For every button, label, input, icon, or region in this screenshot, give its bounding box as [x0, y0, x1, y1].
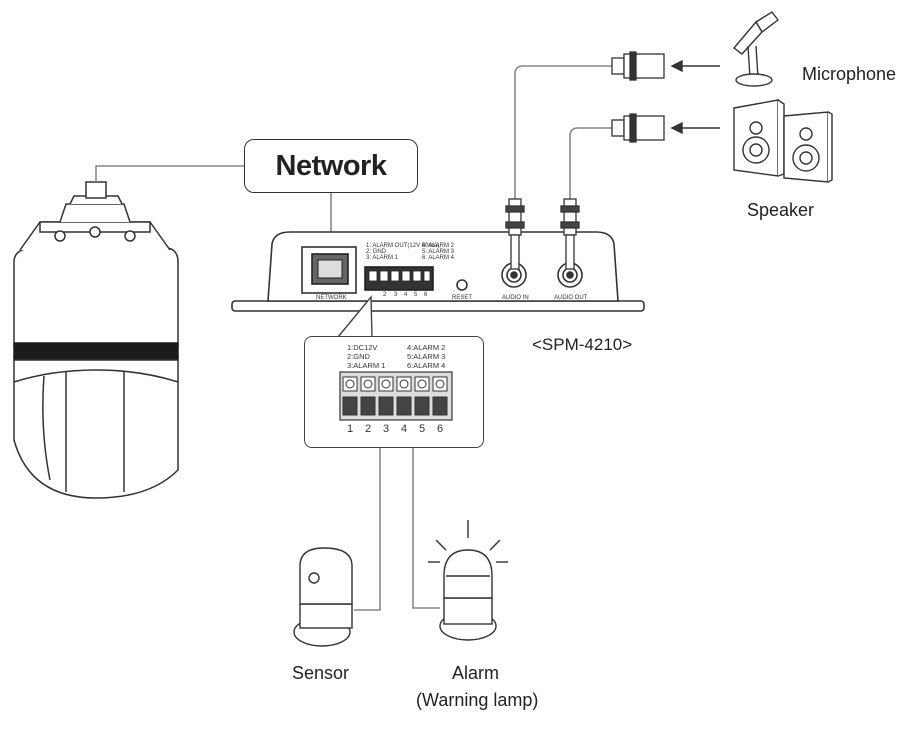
sensor-label: Sensor: [292, 663, 350, 683]
legend-item: 5:ALARM 3: [407, 352, 446, 361]
device-terminal-legend-left: 1: ALARM OUT(12V 50mA) 2: GND 3: ALARM 1: [366, 243, 439, 261]
audio-in-port-label: AUDIO IN: [502, 295, 529, 301]
callout-pin-label: 3: [383, 423, 390, 435]
callout-pin-label: 4: [401, 423, 408, 435]
callout-legend-right: 4:ALARM 2 5:ALARM 3 6:ALARM 4: [407, 343, 445, 370]
callout-pin-label: 1: [347, 423, 354, 435]
reset-port-label: RESET: [452, 295, 473, 301]
network-port-label: NETWORK: [316, 295, 347, 301]
legend-item: 2: GND: [366, 249, 387, 255]
terminal-callout: 1:DC12V 2:GND 3:ALARM 1 4:ALARM 2 5:ALAR…: [304, 336, 484, 448]
device-terminal-legend-right: 4: ALARM 2 5: ALARM 3 6: ALARM 4: [422, 243, 454, 261]
microphone-icon: [732, 11, 779, 87]
network-label: Network: [275, 149, 387, 182]
callout-pointer: [337, 295, 373, 338]
speaker-icon: [733, 99, 833, 183]
audio-jacks-female: [611, 51, 665, 143]
legend-item: 1: ALARM OUT(12V 50mA): [366, 243, 440, 249]
audio-plugs: [505, 198, 580, 270]
ptz-camera-illustration: [13, 181, 179, 499]
callout-legend-left: 1:DC12V 2:GND 3:ALARM 1: [347, 343, 385, 370]
spm-4210-device: [231, 231, 645, 312]
legend-item: 4:ALARM 2: [407, 343, 446, 352]
legend-item: 6: ALARM 4: [422, 255, 455, 261]
device-pin-label: 6: [424, 292, 428, 298]
arrows: [670, 59, 720, 135]
connection-lines: [95, 65, 612, 611]
legend-item: 6:ALARM 4: [407, 361, 446, 370]
speaker-label: Speaker: [747, 200, 815, 220]
alarm-lamp-icon: [428, 520, 508, 641]
sensor-icon: [293, 547, 353, 647]
legend-item: 5: ALARM 3: [422, 249, 455, 255]
alarm-sub-label: (Warning lamp): [416, 690, 539, 710]
device-pin-label: 5: [414, 292, 418, 298]
callout-pin-label: 6: [437, 423, 444, 435]
device-model-label: <SPM-4210>: [532, 335, 633, 354]
legend-item: 1:DC12V: [347, 343, 378, 352]
terminal-block-icon: [339, 371, 453, 421]
legend-item: 2:GND: [347, 352, 370, 361]
microphone-label: Microphone: [802, 64, 897, 84]
device-pin-label: 3: [394, 292, 398, 298]
callout-pin-label: 5: [419, 423, 426, 435]
audio-out-port-label: AUDIO OUT: [554, 295, 588, 301]
legend-item: 3: ALARM 1: [366, 255, 399, 261]
legend-item: 4: ALARM 2: [422, 243, 455, 249]
network-label-box: Network: [244, 139, 418, 193]
callout-pin-label: 2: [365, 423, 372, 435]
legend-item: 3:ALARM 1: [347, 361, 386, 370]
alarm-label: Alarm: [452, 663, 500, 683]
device-pin-label: 2: [383, 292, 387, 298]
device-pin-label: 4: [404, 292, 408, 298]
